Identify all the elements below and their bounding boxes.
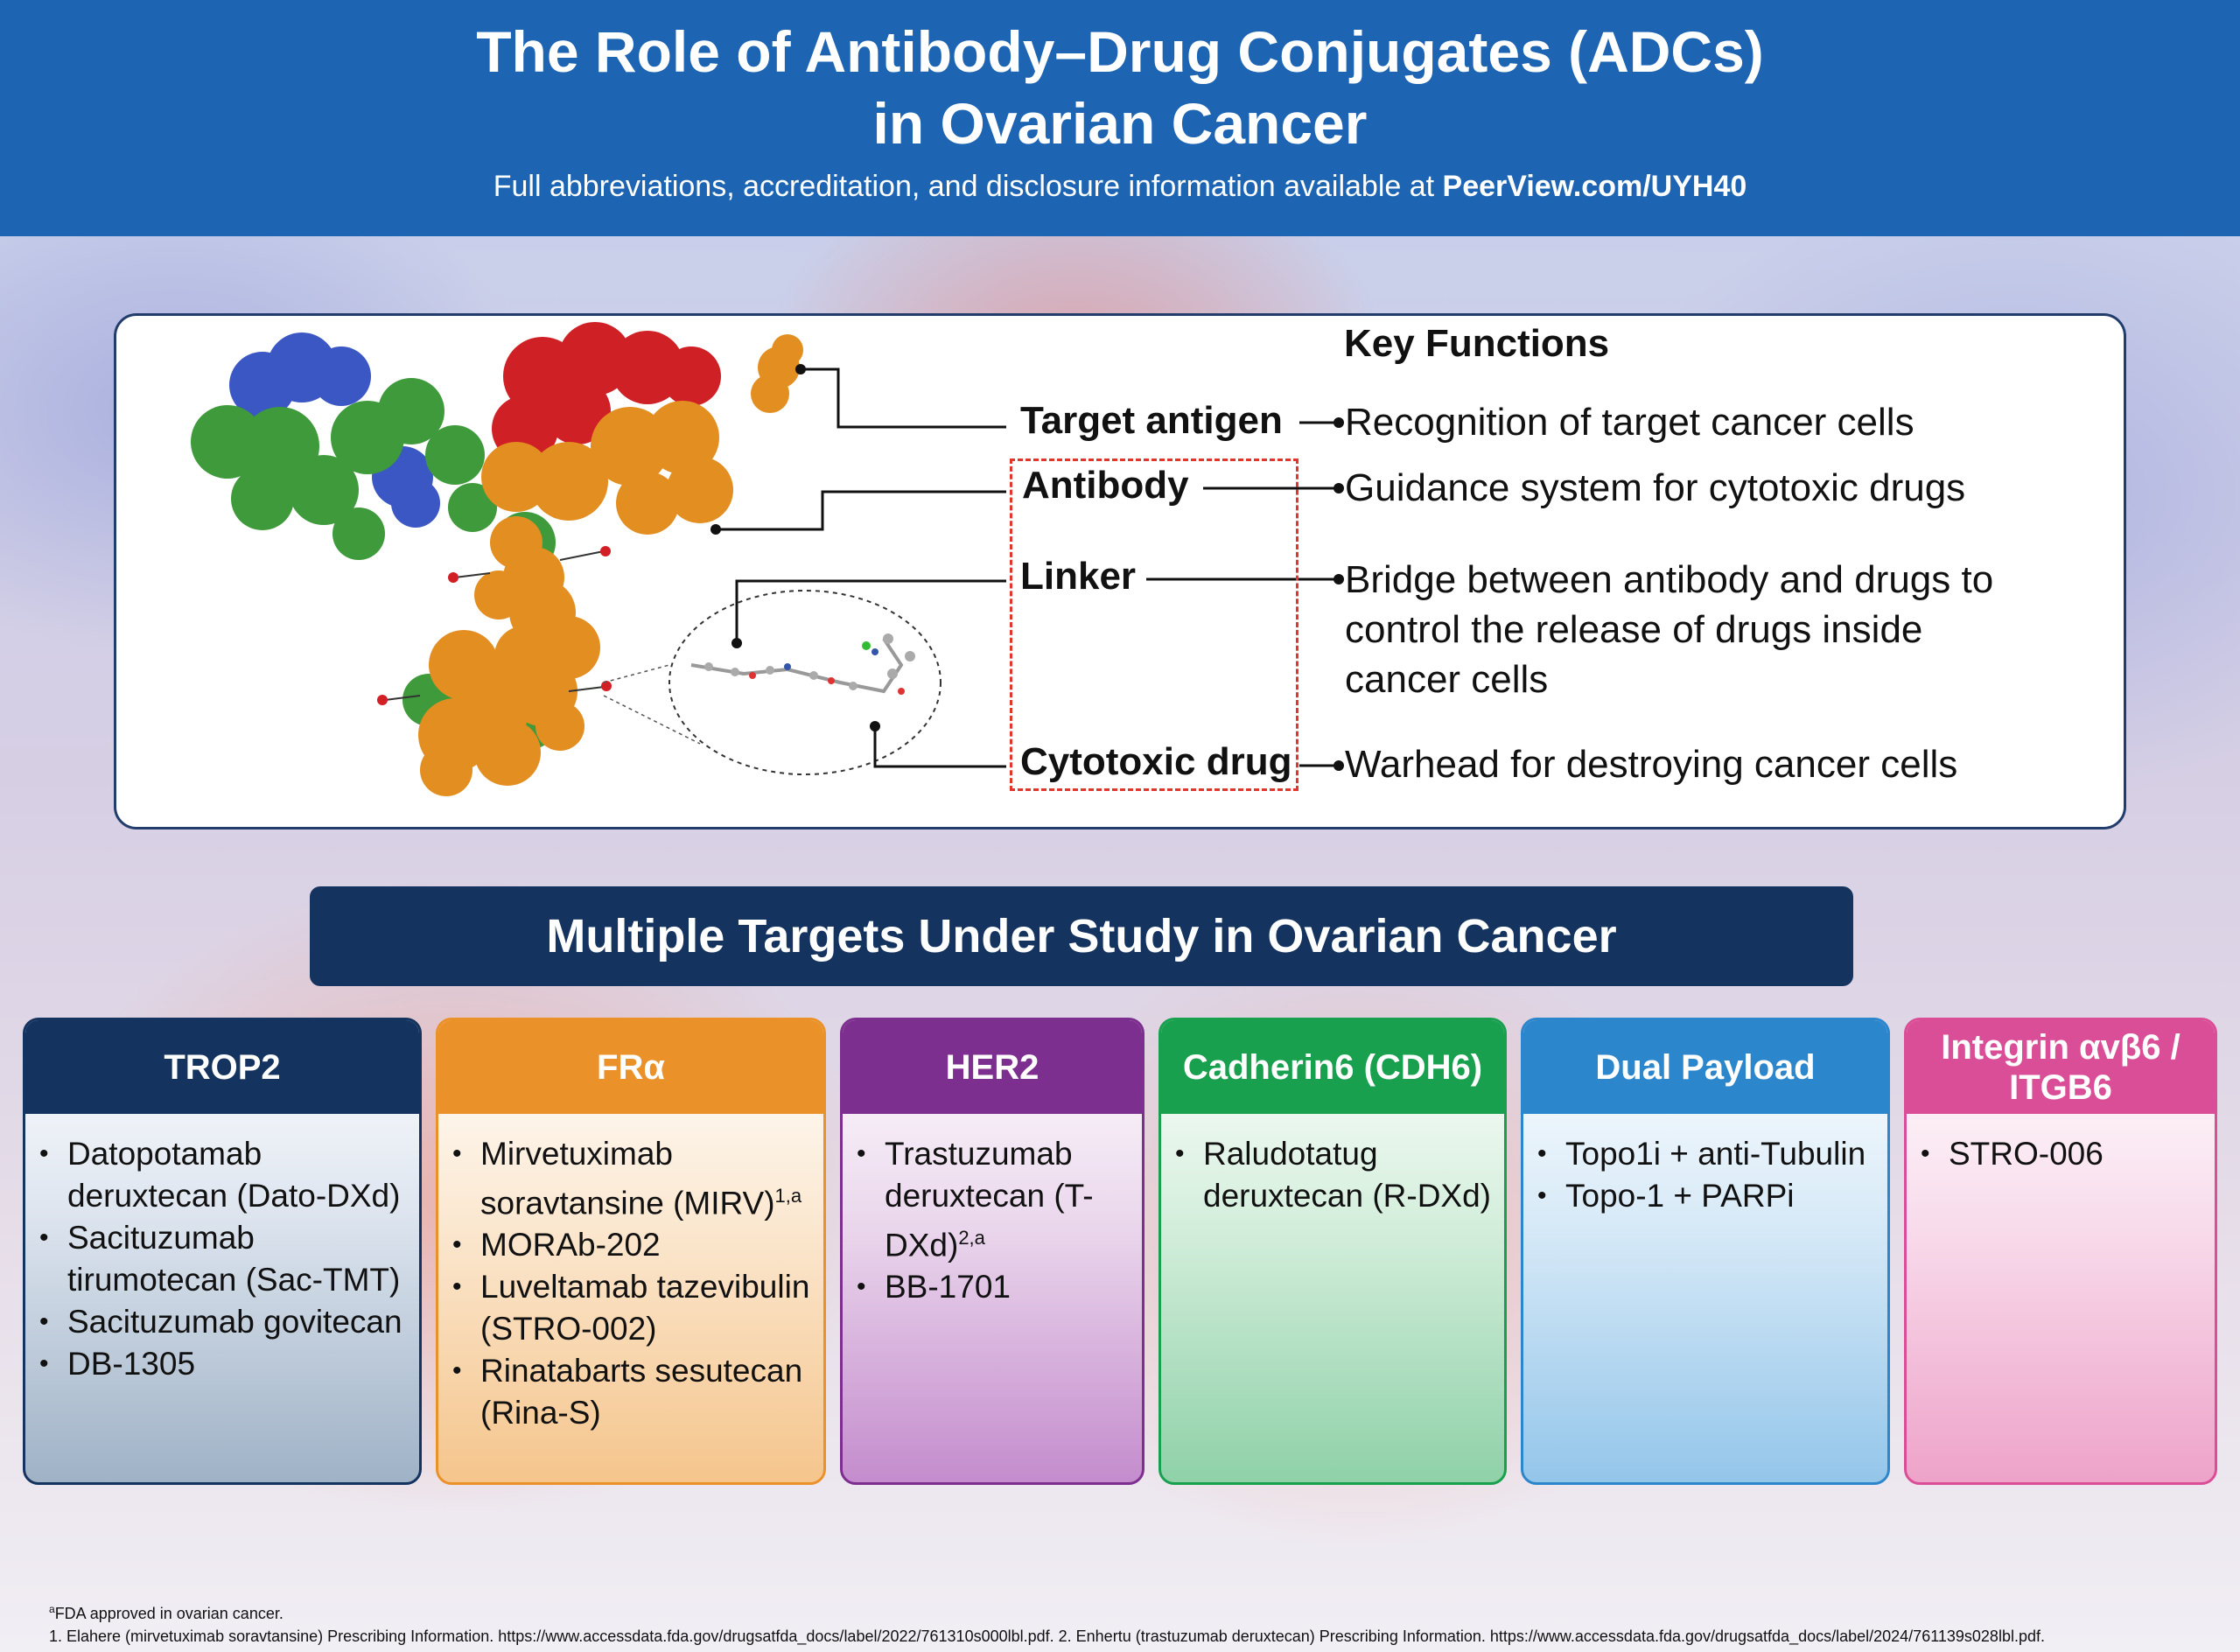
key-functions-title: Key Functions — [1344, 322, 1610, 365]
drug-item: Topo1i + anti-Tubulin — [1536, 1133, 1875, 1175]
drug-item-text: Trastuzumab deruxtecan (T-DXd) — [885, 1136, 1094, 1264]
drug-item: Rinatabarts sesutecan (Rina-S) — [451, 1350, 811, 1434]
drug-item: Raludotatug deruxtecan (R-DXd) — [1173, 1133, 1492, 1217]
footnote-a: aFDA approved in ovarian cancer. — [49, 1603, 284, 1622]
drug-item: Datopotamab deruxtecan (Dato-DXd) — [38, 1133, 407, 1217]
function-linker: Bridge between antibody and drugs to con… — [1345, 558, 1994, 701]
function-antibody: Guidance system for cytotoxic drugs — [1345, 466, 1966, 509]
drug-item: Trastuzumab deruxtecan (T-DXd)2,a — [855, 1133, 1130, 1266]
target-card-title: Integrin αvβ6 / ITGB6 — [1907, 1020, 2215, 1114]
targets-banner: Multiple Targets Under Study in Ovarian … — [310, 886, 1853, 986]
drug-item: Sacituzumab tirumotecan (Sac-TMT) — [38, 1217, 407, 1301]
target-card-her2: HER2 Trastuzumab deruxtecan (T-DXd)2,a B… — [840, 1018, 1144, 1485]
title-line-2: in Ovarian Cancer — [872, 91, 1368, 156]
drug-item: Luveltamab tazevibulin (STRO-002) — [451, 1266, 811, 1350]
function-cytotoxic-drug: Warhead for destroying cancer cells — [1345, 743, 1958, 786]
title-line-1: The Role of Antibody–Drug Conjugates (AD… — [476, 19, 1764, 84]
target-card-title: TROP2 — [25, 1020, 419, 1114]
drug-item-text: Mirvetuximab soravtansine (MIRV) — [480, 1136, 775, 1222]
footnote-marker: 1,a — [774, 1185, 802, 1207]
target-card-dual-payload: Dual Payload Topo1i + anti-Tubulin Topo-… — [1521, 1018, 1890, 1485]
header-banner: The Role of Antibody–Drug Conjugates (AD… — [0, 0, 2240, 236]
function-target-antigen: Recognition of target cancer cells — [1345, 401, 1914, 444]
footnote-marker: 2,a — [958, 1227, 985, 1249]
page-title: The Role of Antibody–Drug Conjugates (AD… — [0, 16, 2240, 159]
antibody-molecule-illustration — [191, 322, 942, 796]
subtitle-link[interactable]: PeerView.com/UYH40 — [1442, 170, 1747, 203]
drug-item: DB-1305 — [38, 1343, 407, 1385]
page-subtitle: Full abbreviations, accreditation, and d… — [0, 166, 2240, 206]
target-card-trop2: TROP2 Datopotamab deruxtecan (Dato-DXd) … — [23, 1018, 422, 1485]
drug-item: Mirvetuximab soravtansine (MIRV)1,a — [451, 1133, 811, 1224]
target-card-fra: FRα Mirvetuximab soravtansine (MIRV)1,a … — [436, 1018, 826, 1485]
label-cytotoxic-drug: Cytotoxic drug — [1020, 740, 1292, 783]
footnote-a-text: FDA approved in ovarian cancer. — [54, 1605, 284, 1622]
target-card-cdh6: Cadherin6 (CDH6) Raludotatug deruxtecan … — [1158, 1018, 1507, 1485]
label-linker: Linker — [1020, 555, 1137, 598]
callout-dots — [710, 364, 1344, 771]
footnotes: aFDA approved in ovarian cancer. 1. Elah… — [49, 1598, 2210, 1648]
callout-lines — [716, 368, 1337, 768]
adc-components-highlight-box — [1010, 458, 1298, 791]
label-antibody: Antibody — [1022, 464, 1189, 507]
subtitle-text: Full abbreviations, accreditation, and d… — [493, 170, 1443, 203]
label-target-antigen: Target antigen — [1020, 399, 1283, 442]
target-card-title: Cadherin6 (CDH6) — [1161, 1020, 1504, 1114]
target-card-title: Dual Payload — [1523, 1020, 1887, 1114]
target-card-title: HER2 — [843, 1020, 1142, 1114]
target-card-integrin: Integrin αvβ6 / ITGB6 STRO-006 — [1904, 1018, 2217, 1485]
drug-item: BB-1701 — [855, 1266, 1130, 1308]
references: 1. Elahere (mirvetuximab soravtansine) P… — [49, 1628, 2045, 1645]
drug-item: MORAb-202 — [451, 1224, 811, 1266]
target-card-title: FRα — [438, 1020, 823, 1114]
drug-item: STRO-006 — [1919, 1133, 2202, 1175]
drug-item: Sacituzumab govitecan — [38, 1301, 407, 1343]
drug-item: Topo-1 + PARPi — [1536, 1175, 1875, 1217]
